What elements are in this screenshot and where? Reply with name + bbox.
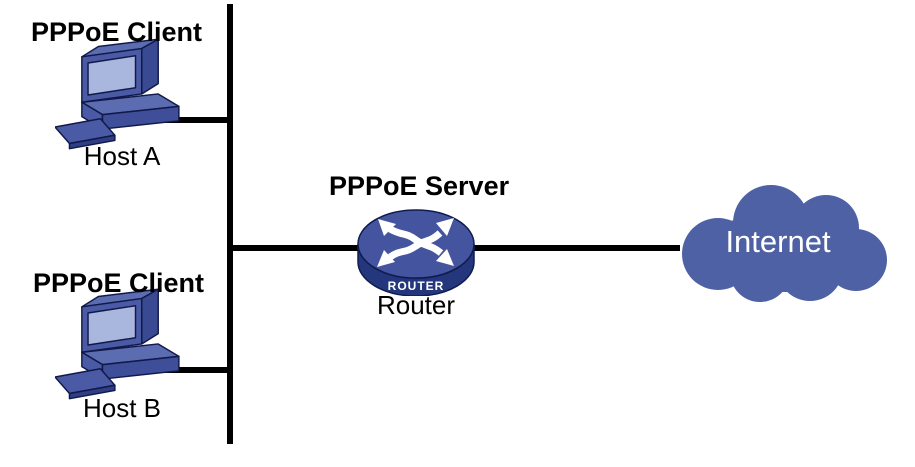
host-a-role-label: PPPoE Client [31,17,203,47]
host-b-name-label: Host B [82,393,162,423]
host-a-link-line [150,117,232,123]
host-b-role-label: PPPoE Client [33,268,205,298]
internet-label: Internet [725,224,831,259]
router-wan-link-line [440,245,680,251]
router-lan-link-line [228,245,378,251]
router-name-label: Router [376,290,456,320]
host-b-computer-icon [55,288,180,400]
internet-cloud-icon: Internet [682,185,887,302]
host-a-computer-icon [55,38,180,150]
router-role-label: PPPoE Server [329,171,510,201]
router-icon-badge: ROUTER [388,279,445,293]
host-b-link-line [150,367,232,373]
ethernet-bus-line [227,4,233,444]
host-a-name-label: Host A [83,141,161,171]
router-icon: ROUTER [357,209,475,296]
